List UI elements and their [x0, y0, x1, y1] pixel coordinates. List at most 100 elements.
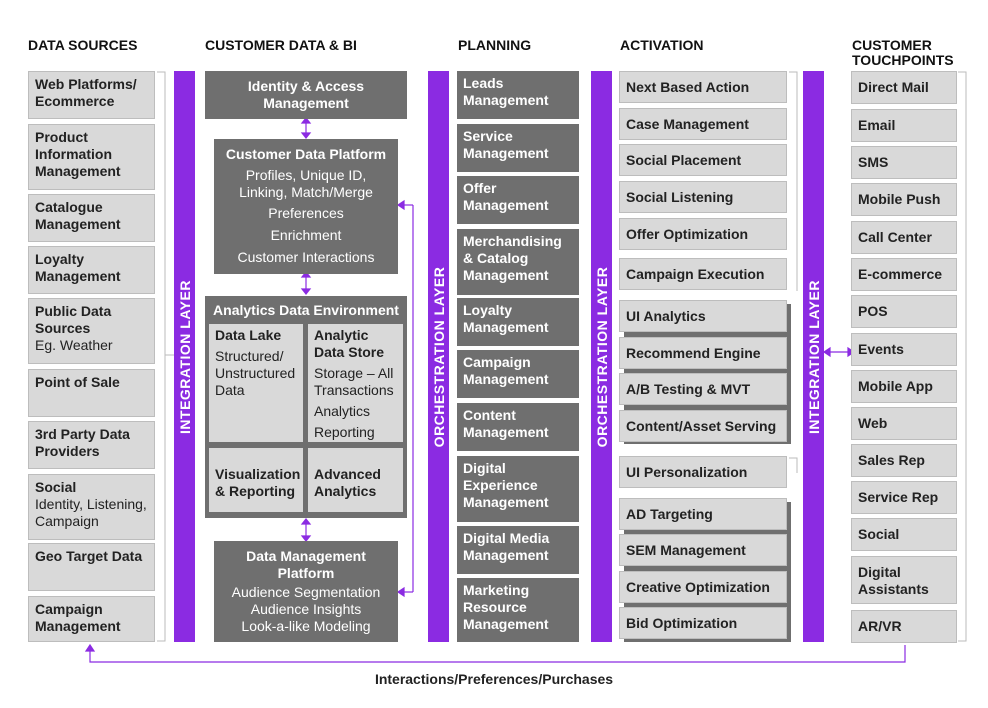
activation-item: Social Listening: [619, 181, 787, 213]
planning-item: Service Management: [457, 124, 579, 172]
footer-caption: Interactions/Preferences/Purchases: [374, 671, 614, 687]
data-source-title: Catalogue Management: [35, 199, 121, 232]
visualization-reporting: Visualization & Reporting: [215, 466, 301, 499]
planning-item: Campaign Management: [457, 350, 579, 398]
cdp-title: Customer Data Platform: [225, 146, 387, 162]
cdp-line: Customer Interactions: [237, 249, 375, 265]
planning-item: Digital Media Management: [457, 526, 579, 574]
data-source-title: Geo Target Data: [35, 548, 143, 564]
data-lake-cell: Data Lake Structured/ Unstructured Data: [209, 324, 303, 442]
activation-item: Recommend Engine: [619, 337, 787, 369]
planning-item: Content Management: [457, 403, 579, 451]
data-source-item: Web Platforms/ Ecommerce: [28, 71, 155, 119]
data-source-title: Loyalty Management: [35, 251, 121, 284]
activation-item: Next Based Action: [619, 71, 787, 103]
data-source-sub: Identity, Listening, Campaign: [35, 496, 147, 529]
analytics-data-environment-box: Analytics Data Environment Data Lake Str…: [205, 296, 407, 518]
dmp-line: Look-a-like Modeling: [241, 618, 371, 634]
activation-item: Social Placement: [619, 144, 787, 176]
touchpoint-item: Service Rep: [851, 481, 957, 514]
data-source-item: Catalogue Management: [28, 194, 155, 242]
planning-item: Leads Management: [457, 71, 579, 119]
analytic-store-line: Analytics: [314, 403, 371, 419]
analytic-store-title: Analytic Data Store: [314, 327, 385, 360]
activation-item: UI Analytics: [619, 300, 787, 332]
touchpoint-item: Events: [851, 333, 957, 366]
activation-item: Creative Optimization: [619, 571, 787, 603]
orchestration-layer-label: ORCHESTRATION LAYER: [593, 266, 610, 447]
analytic-store-line: Storage – All Transactions: [314, 365, 394, 398]
data-management-platform-box: Data Management Platform Audience Segmen…: [214, 541, 398, 642]
orchestration-layer-left: ORCHESTRATION LAYER: [428, 71, 449, 642]
touchpoint-item: Web: [851, 407, 957, 440]
ade-title: Analytics Data Environment: [213, 302, 399, 318]
header-activation: ACTIVATION: [620, 37, 704, 53]
header-customer-data-bi: CUSTOMER DATA & BI: [205, 37, 357, 53]
cdp-line: Profiles, Unique ID, Linking, Match/Merg…: [239, 167, 373, 200]
data-source-item: Loyalty Management: [28, 246, 155, 294]
dmp-line: Audience Segmentation: [231, 584, 381, 600]
touchpoint-item: Direct Mail: [851, 71, 957, 104]
integration-layer-right: INTEGRATION LAYER: [803, 71, 824, 642]
activation-item: Offer Optimization: [619, 218, 787, 250]
customer-data-platform-box: Customer Data Platform Profiles, Unique …: [214, 139, 398, 274]
advanced-analytics-cell: Advanced Analytics: [308, 448, 403, 512]
activation-item: A/B Testing & MVT: [619, 373, 787, 405]
cdp-line: Preferences: [268, 205, 344, 221]
touchpoint-item: AR/VR: [851, 610, 957, 643]
data-source-item: 3rd Party Data Providers: [28, 421, 155, 469]
touchpoint-item: Email: [851, 109, 957, 142]
touchpoint-item: Call Center: [851, 221, 957, 254]
data-source-title: Social: [35, 479, 77, 495]
activation-item: UI Personalization: [619, 456, 787, 488]
data-source-item: Product Information Management: [28, 124, 155, 190]
header-planning: PLANNING: [458, 37, 532, 53]
activation-item: Bid Optimization: [619, 607, 787, 639]
data-source-item: Campaign Management: [28, 596, 155, 642]
dmp-line: Audience Insights: [250, 601, 362, 617]
identity-access-management: Identity & Access Management: [247, 78, 365, 111]
header-data-sources: DATA SOURCES: [28, 37, 138, 53]
data-source-item: Point of Sale: [28, 369, 155, 417]
data-lake-title: Data Lake: [215, 327, 282, 343]
data-source-title: Web Platforms/ Ecommerce: [35, 76, 137, 109]
data-source-item: Geo Target Data: [28, 543, 155, 591]
planning-item: Loyalty Management: [457, 298, 579, 346]
orchestration-layer-right: ORCHESTRATION LAYER: [591, 71, 612, 642]
touchpoint-item: SMS: [851, 146, 957, 179]
cdp-line: Enrichment: [270, 227, 342, 243]
data-source-title: 3rd Party Data Providers: [35, 426, 130, 459]
activation-item: Case Management: [619, 108, 787, 140]
activation-item: SEM Management: [619, 534, 787, 566]
touchpoint-item: Social: [851, 518, 957, 551]
planning-item: Digital Experience Management: [457, 456, 579, 522]
visualization-reporting-cell: Visualization & Reporting: [209, 448, 303, 512]
data-source-title: Product Information Management: [35, 129, 121, 179]
integration-layer-label: INTEGRATION LAYER: [176, 279, 193, 434]
orchestration-layer-label: ORCHESTRATION LAYER: [430, 266, 447, 447]
data-source-sub: Eg. Weather: [35, 337, 113, 353]
touchpoint-item: E-commerce: [851, 258, 957, 291]
data-source-title: Campaign Management: [35, 601, 121, 634]
identity-access-management-box: Identity & Access Management: [205, 71, 407, 119]
activation-item: Campaign Execution: [619, 258, 787, 290]
activation-item: Content/Asset Serving: [619, 410, 787, 442]
planning-item: Merchandising & Catalog Management: [457, 229, 579, 295]
activation-item: AD Targeting: [619, 498, 787, 530]
dmp-title: Data Management Platform: [246, 548, 366, 581]
advanced-analytics: Advanced Analytics: [314, 466, 381, 499]
header-touchpoints: CUSTOMER TOUCHPOINTS: [852, 37, 954, 68]
data-source-title: Point of Sale: [35, 374, 120, 390]
planning-item: Offer Management: [457, 176, 579, 224]
integration-layer-label: INTEGRATION LAYER: [805, 279, 822, 434]
planning-item: Marketing Resource Management: [457, 578, 579, 642]
analytic-data-store-cell: Analytic Data Store Storage – All Transa…: [308, 324, 403, 442]
touchpoint-item: Mobile Push: [851, 183, 957, 216]
touchpoint-item: Digital Assistants: [851, 556, 957, 604]
touchpoint-item: Mobile App: [851, 370, 957, 403]
integration-layer-left: INTEGRATION LAYER: [174, 71, 195, 642]
touchpoint-item: POS: [851, 295, 957, 328]
analytic-store-line: Reporting: [314, 424, 375, 440]
